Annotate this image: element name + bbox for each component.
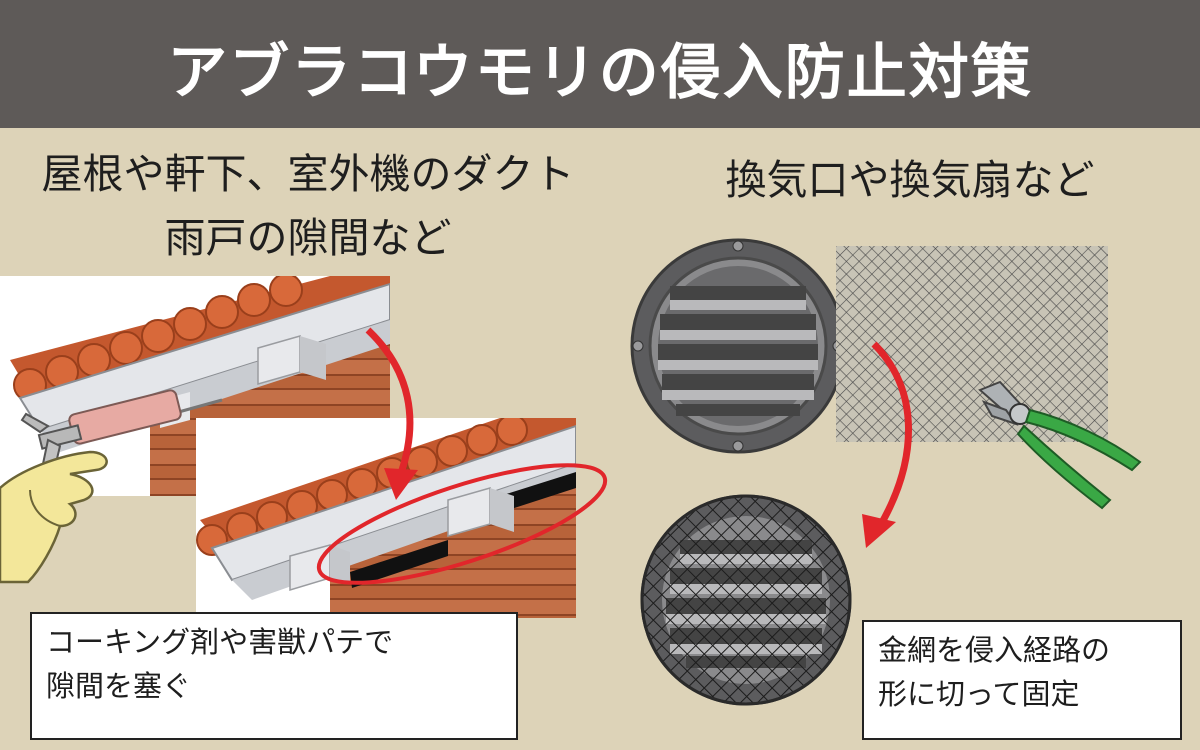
left-heading-line1: 屋根や軒下、室外機のダクト [41,150,575,198]
right-caption-line2: 形に切って固定 [878,677,1080,711]
left-caption-line1: コーキング剤や害獣パテで [46,625,394,659]
highlight-ellipse [316,463,608,585]
vent-with-mesh-icon [640,494,852,706]
left-heading-line2: 雨戸の隙間など [164,214,452,262]
title-bar: アブラコウモリの侵入防止対策 [0,0,1200,128]
page-title: アブラコウモリの侵入防止対策 [167,38,1033,108]
vent-cover-icon [630,238,846,454]
pliers-icon [978,380,1142,510]
red-arrow-icon [862,341,912,548]
glove-hand-icon [0,450,108,584]
roof-eave-sealed-icon [196,418,576,618]
right-caption: 金網を侵入経路の 形に切って固定 [862,620,1182,740]
right-caption-line1: 金網を侵入経路の [878,633,1111,667]
left-heading: 屋根や軒下、室外機のダクト 雨戸の隙間など [8,142,608,270]
left-caption-line2: 隙間を塞ぐ [46,669,192,703]
wire-mesh-icon [836,246,1108,442]
red-arrow-icon [365,327,418,500]
right-heading: 換気口や換気扇など [725,156,1095,204]
left-caption: コーキング剤や害獣パテで 隙間を塞ぐ [30,612,518,740]
